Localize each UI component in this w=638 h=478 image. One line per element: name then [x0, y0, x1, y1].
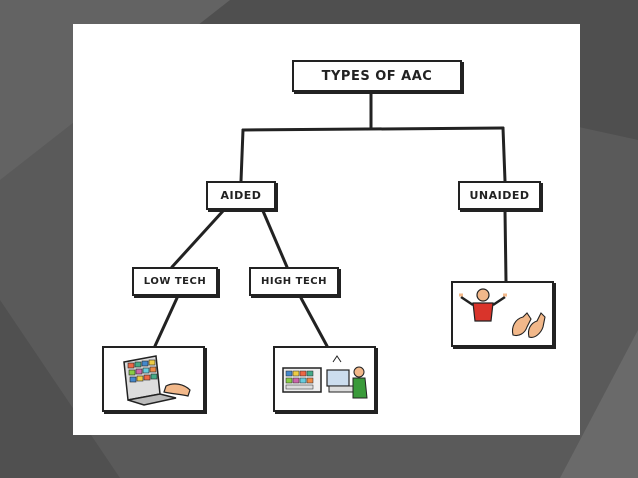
high-tech-node: HIGH TECH	[249, 267, 339, 296]
gesture-sign-icon	[459, 288, 546, 338]
unaided-node: UNAIDED	[458, 181, 541, 210]
aided-node: AIDED	[206, 181, 276, 210]
communication-book-icon	[123, 355, 191, 406]
low-tech-node: LOW TECH	[132, 267, 218, 296]
root-label: TYPES OF AAC	[321, 68, 433, 84]
unaided-picture	[451, 281, 554, 347]
speech-device-icon	[282, 355, 368, 399]
high-tech-picture	[273, 346, 376, 412]
low-tech-picture	[102, 346, 205, 412]
low-tech-label: LOW TECH	[143, 276, 207, 287]
aided-label: AIDED	[220, 189, 262, 202]
root-node: TYPES OF AAC	[292, 60, 462, 92]
high-tech-label: HIGH TECH	[260, 276, 327, 287]
connector-lines	[153, 89, 508, 348]
unaided-label: UNAIDED	[469, 189, 530, 202]
slide-canvas: TYPES OF AAC AIDED UNAIDED LOW TECH HIGH…	[73, 24, 580, 435]
